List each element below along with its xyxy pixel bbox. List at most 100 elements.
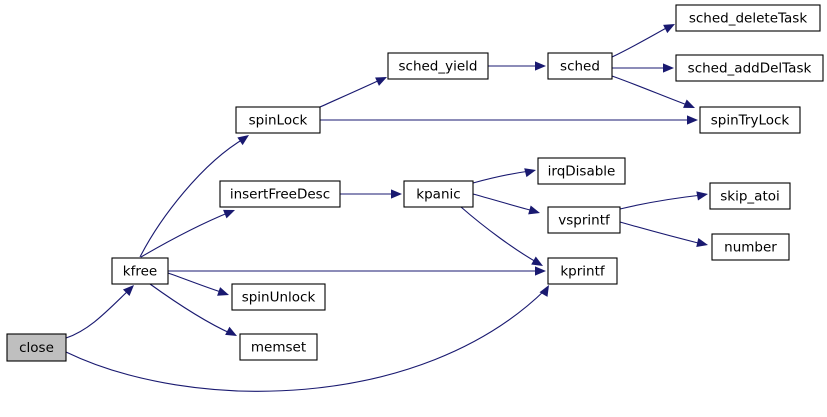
edge-line <box>140 211 231 258</box>
edge-line <box>139 137 246 258</box>
node-label: memset <box>251 340 306 356</box>
node-label: vsprintf <box>558 213 611 229</box>
node-label: sched_deleteTask <box>689 11 807 27</box>
node-spinTryLock[interactable]: spinTryLock <box>699 106 801 134</box>
node-box[interactable] <box>547 257 618 285</box>
arrow-head-icon <box>539 285 549 297</box>
node-label: close <box>19 340 54 356</box>
arrow-head-icon <box>217 287 229 296</box>
node-label: spinTryLock <box>711 113 790 129</box>
node-irqDisable[interactable]: irqDisable <box>537 157 626 185</box>
arrow-head-icon <box>696 191 708 201</box>
edge-kpanic-to-irqDisable <box>472 168 536 184</box>
edge-sched_yield-to-sched <box>488 61 546 71</box>
node-box[interactable] <box>711 233 790 261</box>
node-label: kfree <box>123 264 157 280</box>
node-vsprintf[interactable]: vsprintf <box>547 206 621 234</box>
edge-kpanic-to-vsprintf <box>472 193 540 215</box>
node-box[interactable] <box>231 283 326 311</box>
arrow-head-icon <box>663 63 674 73</box>
node-kfree[interactable]: kfree <box>111 257 169 285</box>
node-label: number <box>724 240 777 256</box>
node-memset[interactable]: memset <box>239 333 318 361</box>
arrow-head-icon <box>528 205 540 215</box>
node-box[interactable] <box>537 157 626 185</box>
edge-kfree-to-insertFreeDesc <box>140 209 235 258</box>
node-label: sched <box>560 59 600 75</box>
node-sched_addDelTask[interactable]: sched_addDelTask <box>675 54 824 82</box>
edge-sched-to-sched_addDelTask <box>612 63 674 73</box>
arrow-head-icon <box>122 285 134 297</box>
node-box[interactable] <box>699 106 801 134</box>
edge-line <box>149 283 233 335</box>
node-box[interactable] <box>387 52 489 80</box>
node-sched[interactable]: sched <box>547 52 613 80</box>
edge-line <box>472 193 535 212</box>
edge-line <box>611 25 671 58</box>
arrow-head-icon <box>535 266 546 276</box>
edge-line <box>167 272 225 294</box>
node-box[interactable] <box>547 206 621 234</box>
node-label: kpanic <box>416 187 460 203</box>
node-kprintf[interactable]: kprintf <box>547 257 618 285</box>
edge-line <box>319 78 383 108</box>
node-spinLock[interactable]: spinLock <box>235 106 321 134</box>
edge-line <box>472 170 531 184</box>
node-label: irqDisable <box>548 164 616 180</box>
node-box[interactable] <box>239 333 318 361</box>
node-insertFreeDesc[interactable]: insertFreeDesc <box>219 180 341 208</box>
node-box[interactable] <box>675 54 824 82</box>
arrow-head-icon <box>223 209 235 219</box>
edge-layer <box>65 24 708 392</box>
edge-kpanic-to-kprintf <box>460 206 543 266</box>
edge-line <box>65 288 131 339</box>
node-number[interactable]: number <box>711 233 790 261</box>
arrow-head-icon <box>531 256 543 266</box>
edge-line <box>65 289 546 392</box>
edge-spinLock-to-sched_yield <box>319 77 387 108</box>
edge-insertFreeDesc-to-kpanic <box>340 189 402 199</box>
node-box[interactable] <box>219 180 341 208</box>
edge-sched-to-sched_deleteTask <box>611 24 675 58</box>
edge-line <box>619 221 703 245</box>
node-label: sched_addDelTask <box>688 61 812 77</box>
arrow-head-icon <box>683 99 695 108</box>
edge-kfree-to-kprintf <box>168 266 546 276</box>
node-layer: close kfree spinLock insertFreeDesc spinUnlo… <box>6 4 824 362</box>
edge-close-to-kfree <box>65 285 134 339</box>
edge-kfree-to-spinLock <box>139 135 249 258</box>
node-kpanic[interactable]: kpanic <box>403 180 474 208</box>
node-label: kprintf <box>560 264 606 280</box>
arrow-head-icon <box>225 326 237 336</box>
node-box[interactable] <box>709 182 791 210</box>
edge-line <box>460 206 539 264</box>
node-box[interactable] <box>547 52 613 80</box>
arrow-head-icon <box>696 238 708 248</box>
node-sched_deleteTask[interactable]: sched_deleteTask <box>675 4 821 32</box>
node-close[interactable]: close <box>6 333 67 362</box>
node-label: insertFreeDesc <box>230 187 330 203</box>
edge-line <box>611 75 691 107</box>
arrow-head-icon <box>535 61 546 71</box>
arrow-head-icon <box>687 115 698 125</box>
node-box[interactable] <box>6 333 67 362</box>
node-box[interactable] <box>675 4 821 32</box>
node-label: skip_atoi <box>720 189 780 205</box>
node-box[interactable] <box>235 106 321 134</box>
node-spinUnlock[interactable]: spinUnlock <box>231 283 326 311</box>
node-sched_yield[interactable]: sched_yield <box>387 52 489 80</box>
edge-close-to-kprintf <box>65 285 549 392</box>
edge-spinLock-to-spinTryLock <box>320 115 698 125</box>
node-label: spinUnlock <box>242 290 316 306</box>
node-box[interactable] <box>403 180 474 208</box>
node-skip_atoi[interactable]: skip_atoi <box>709 182 791 210</box>
edge-vsprintf-to-skip_atoi <box>619 191 708 210</box>
edge-kfree-to-memset <box>149 283 237 336</box>
arrow-head-icon <box>663 24 675 34</box>
arrow-head-icon <box>391 189 402 199</box>
edge-vsprintf-to-number <box>619 221 708 248</box>
node-label: spinLock <box>249 113 308 129</box>
node-box[interactable] <box>111 257 169 285</box>
